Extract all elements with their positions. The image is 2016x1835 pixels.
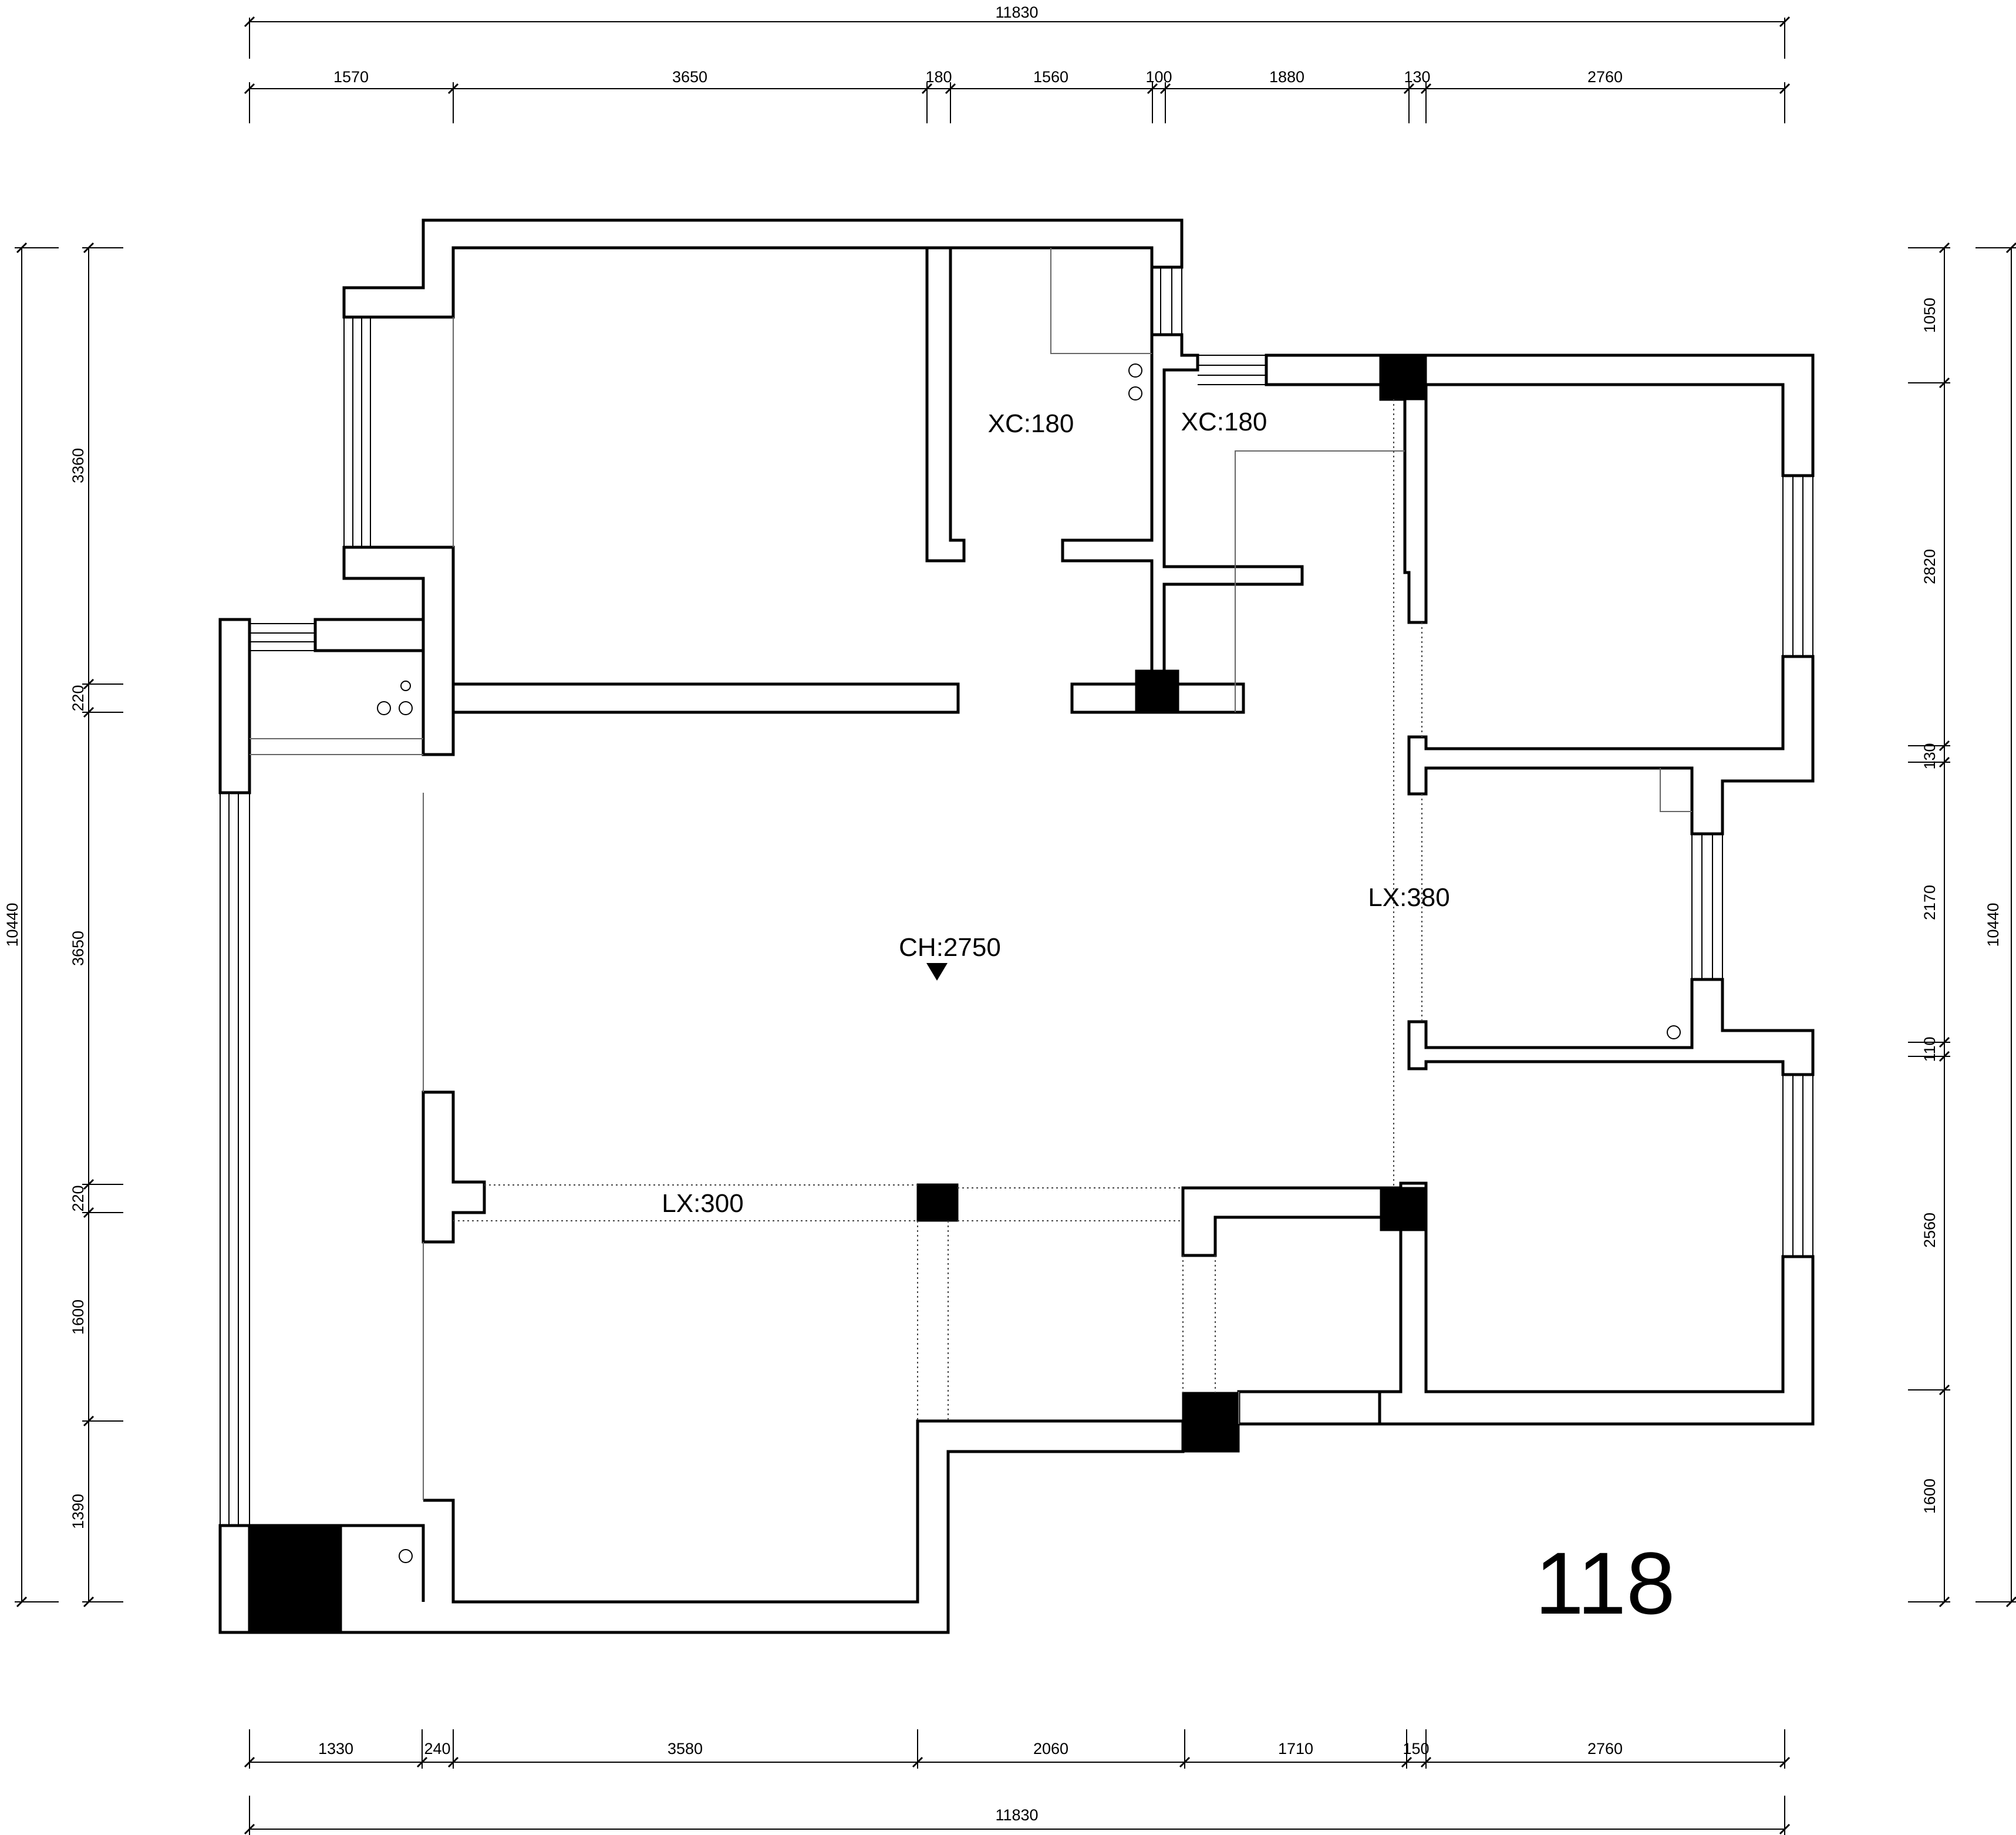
structural-column (248, 1524, 342, 1634)
interior-wall-center (1070, 682, 1245, 714)
bottom-dimension-segment: 240 (424, 1740, 450, 1757)
window-balcony-long (220, 793, 250, 1526)
balcony-wall-left-bottom (218, 1524, 251, 1634)
right-dimension-segment: 1600 (1921, 1479, 1939, 1514)
exterior-wall-right-middle (1407, 655, 1815, 836)
bottom-total-dimension: 11830 (995, 1806, 1038, 1824)
pipe-icon (1128, 363, 1142, 378)
window-right-upper (1782, 476, 1813, 656)
bottom-dimension-segment: 3580 (667, 1740, 703, 1757)
left-total-dimension: 10440 (4, 903, 21, 947)
left-dimensions: 10440 3360 220 3650 220 1600 1390 (4, 242, 123, 1608)
left-dimension-segment: 220 (69, 685, 87, 711)
exterior-wall-right-lower (1407, 978, 1815, 1076)
left-dimension-segment: 3360 (69, 448, 87, 483)
top-dimension-segment: 1880 (1269, 68, 1304, 86)
structural-column (1380, 354, 1427, 400)
structural-column (916, 1183, 959, 1222)
walls (218, 218, 1815, 1634)
top-total-dimension: 11830 (995, 4, 1038, 21)
window-balcony-top (250, 623, 315, 651)
top-dimension-segment: 3650 (672, 68, 707, 86)
window-right-lower (1782, 1075, 1813, 1257)
right-total-dimension: 10440 (1984, 903, 2002, 947)
bottom-dimension-segment: 1330 (318, 1740, 353, 1757)
left-dimension-segment: 1600 (69, 1299, 87, 1335)
fixtures (377, 363, 1681, 1563)
exterior-wall-top-right (1265, 353, 1383, 386)
ceiling-height-label-left: XC:180 (988, 409, 1074, 438)
ceiling-height-label-right: XC:180 (1181, 408, 1267, 436)
pipe-icon (399, 1549, 413, 1563)
exterior-wall-lower-right-gap (1237, 1390, 1381, 1426)
left-dimension-segment: 1390 (69, 1494, 87, 1529)
beam-height-label: LX:300 (662, 1189, 743, 1218)
window-left-bay (343, 317, 371, 547)
top-dimensions: 11830 1570 3650 180 1560 100 (244, 4, 1791, 123)
structural-column (1182, 1392, 1240, 1453)
floor-area-label: 118 (1535, 1534, 1675, 1632)
pipe-icon (400, 681, 411, 691)
beam-height-label-vertical: LX:380 (1368, 883, 1449, 912)
interior-wall-living-left (422, 1090, 486, 1244)
bottom-dimension-segment: 150 (1403, 1740, 1429, 1757)
top-dimension-segment: 1560 (1033, 68, 1068, 86)
bottom-dimension-segment: 2760 (1587, 1740, 1623, 1757)
pipe-icon (1667, 1025, 1681, 1039)
exterior-wall-bottom (218, 1419, 1185, 1634)
pipe-icon (377, 701, 391, 715)
top-dimension-segment: 2760 (1587, 68, 1623, 86)
structural-column (1380, 1187, 1427, 1231)
bottom-dimension-segment: 2060 (1033, 1740, 1068, 1757)
structural-column (1135, 669, 1179, 714)
top-dimension-segment: 130 (1404, 68, 1430, 86)
right-dimension-segment: 2560 (1921, 1213, 1939, 1248)
pipe-icon (1128, 386, 1142, 400)
window-top-bath (1151, 267, 1182, 335)
right-dimensions: 1050 2820 130 2170 110 2560 1600 10440 (1908, 242, 2016, 1608)
exterior-wall-right-upper (1379, 353, 1815, 624)
exterior-wall-right-bottom (1378, 1181, 1815, 1426)
interior-wall-small-room (1181, 1186, 1403, 1257)
bottom-dimensions: 1330 240 3580 2060 1710 150 2760 11830 (244, 1729, 1791, 1835)
right-dimension-segment: 130 (1921, 743, 1939, 769)
interior-wall-bath-top (950, 246, 1304, 677)
thin-lines (250, 248, 1692, 1500)
bottom-dimension-segment: 1710 (1278, 1740, 1313, 1757)
top-dimension-segment: 100 (1145, 68, 1172, 86)
left-dimension-segment: 220 (69, 1185, 87, 1211)
right-dimension-segment: 110 (1921, 1036, 1939, 1062)
right-dimension-segment: 2820 (1921, 549, 1939, 584)
columns (248, 354, 1427, 1634)
balcony-wall-top (313, 618, 425, 652)
annotations: XC:180 XC:180 CH:2750 LX:300 LX:380 118 (662, 408, 1675, 1632)
interior-wall-left-room (451, 682, 960, 714)
right-dimension-segment: 1050 (1921, 298, 1939, 333)
window-right-middle (1691, 834, 1723, 979)
left-dimension-segment: 3650 (69, 931, 87, 966)
top-dimension-segment: 180 (925, 68, 952, 86)
interior-wall-bath-left (925, 246, 966, 563)
elevation-marker-icon (926, 963, 948, 981)
ceiling-height-label: CH:2750 (899, 933, 1001, 962)
pipe-icon (399, 701, 413, 715)
exterior-wall-top-left (342, 218, 1184, 319)
windows (220, 267, 1813, 1526)
top-dimension-segment: 1570 (333, 68, 369, 86)
balcony-wall-left-top (218, 618, 251, 794)
right-dimension-segment: 2170 (1921, 885, 1939, 920)
window-top-bath-2 (1198, 355, 1266, 385)
